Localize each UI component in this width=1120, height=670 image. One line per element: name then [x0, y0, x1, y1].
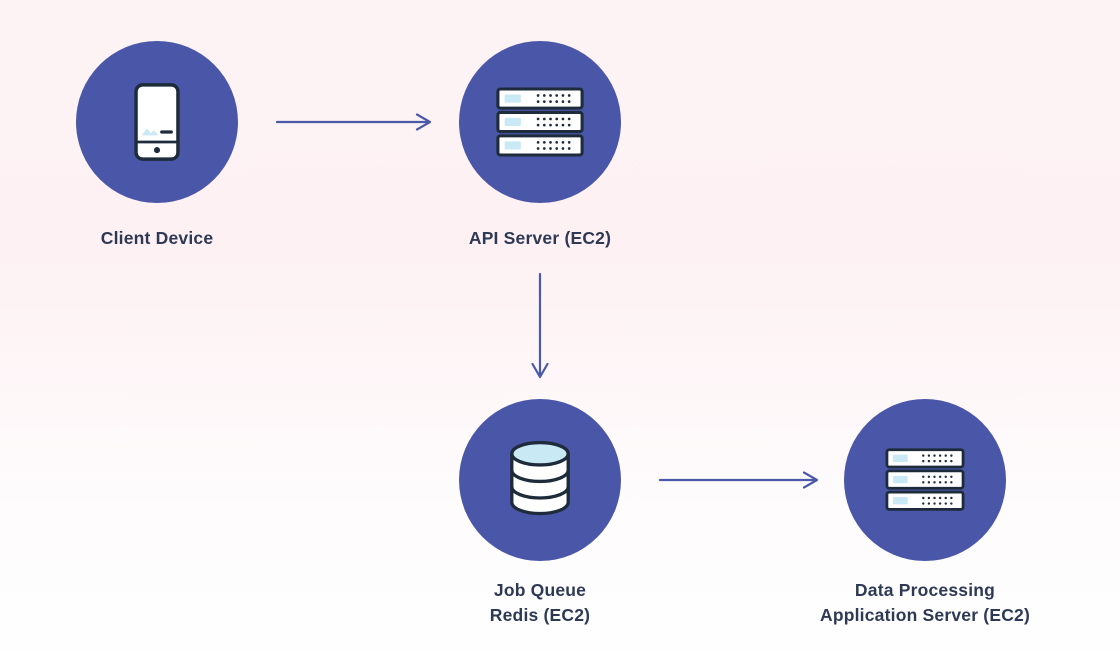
label-line: Data Processing	[854, 580, 996, 600]
node-label-client-device: Client Device	[101, 226, 214, 251]
label-line: Application Server (EC2)	[820, 605, 1030, 625]
arrow-job-queue-to-data-processing	[658, 471, 819, 489]
node-job-queue-redis	[459, 399, 621, 561]
node-client-device	[76, 41, 238, 203]
arrow-api-server-to-job-queue	[531, 272, 549, 379]
arrow-client-to-api-server	[275, 113, 432, 131]
node-label-data-processing-app-server: Data Processing Application Server (EC2)	[820, 578, 1030, 628]
database-icon	[510, 440, 570, 516]
node-label-job-queue-redis: Job Queue Redis (EC2)	[490, 578, 590, 628]
mobile-device-icon	[134, 83, 180, 161]
node-api-server	[459, 41, 621, 203]
server-stack-icon	[885, 448, 965, 511]
node-label-api-server: API Server (EC2)	[469, 226, 611, 251]
server-stack-icon	[496, 86, 584, 157]
label-line: Redis (EC2)	[489, 605, 591, 625]
label-line: Client Device	[100, 228, 214, 248]
label-line: Job Queue	[493, 580, 587, 600]
node-data-processing-app-server	[844, 399, 1006, 561]
label-line: API Server (EC2)	[468, 228, 612, 248]
